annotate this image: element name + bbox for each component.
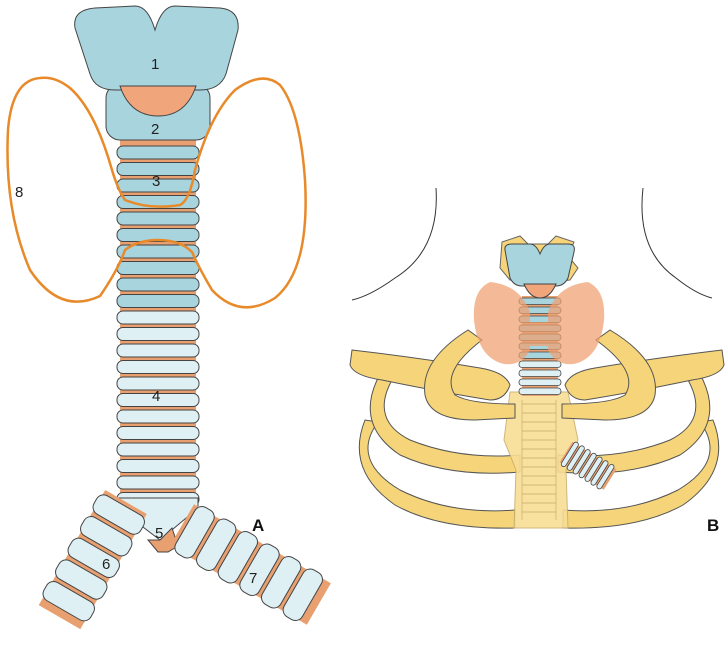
- panel-label-a: A: [252, 516, 264, 535]
- neck-outline-right: [642, 188, 712, 298]
- tracheal-ring: [117, 460, 199, 473]
- tracheal-ring: [117, 295, 199, 308]
- tracheal-ring: [117, 361, 199, 374]
- label-5: 5: [155, 525, 163, 542]
- tracheal-ring-b: [519, 370, 561, 377]
- left-main-bronchus: [36, 489, 149, 631]
- tracheal-ring: [117, 410, 199, 423]
- tracheal-ring: [117, 262, 199, 275]
- tracheal-ring-b: [519, 379, 561, 386]
- tracheal-ring: [117, 344, 199, 357]
- tracheal-ring-b: [519, 388, 561, 395]
- tracheal-ring: [117, 146, 199, 159]
- larynx-b: [505, 244, 575, 298]
- label-8: 8: [15, 184, 23, 201]
- label-1: 1: [151, 56, 159, 73]
- right-main-bronchus: [169, 502, 333, 628]
- label-2: 2: [151, 121, 159, 138]
- tracheal-ring: [117, 443, 199, 456]
- tracheal-ring: [117, 427, 199, 440]
- tracheal-ring: [117, 328, 199, 341]
- neck-outline-left: [352, 188, 436, 300]
- tracheal-ring: [117, 311, 199, 324]
- tracheal-ring: [117, 278, 199, 291]
- label-7: 7: [249, 570, 257, 587]
- tracheal-ring: [117, 476, 199, 489]
- label-3: 3: [152, 173, 160, 190]
- label-6: 6: [102, 556, 110, 573]
- panel-a: 1 2 3 4 5 6 7 8 A: [7, 6, 332, 631]
- tracheal-rings: [117, 138, 199, 506]
- tracheal-ring: [117, 212, 199, 225]
- tracheal-ring-b: [519, 361, 561, 368]
- panel-b: B: [350, 188, 724, 535]
- label-4: 4: [152, 388, 160, 405]
- panel-label-b: B: [707, 516, 719, 535]
